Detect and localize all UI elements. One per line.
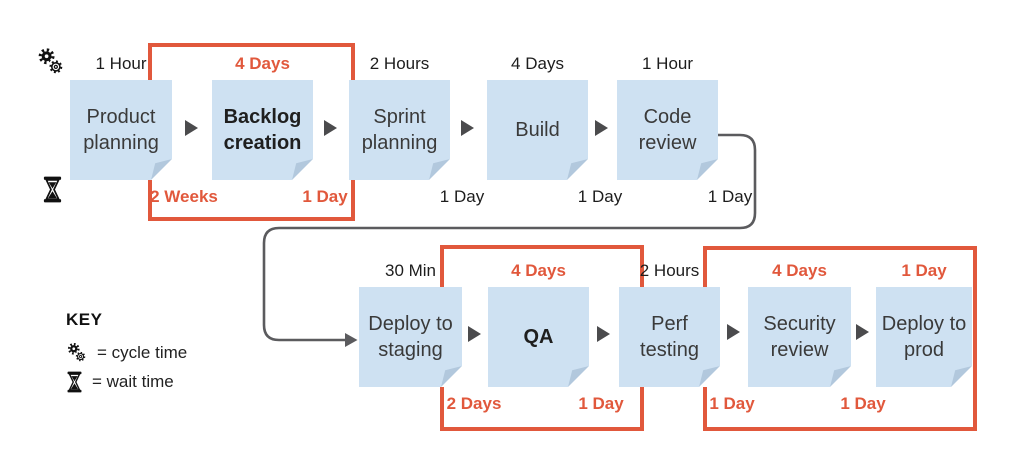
- folded-corner-icon: [830, 366, 851, 387]
- note-product-planning: Product planning 1 Hour 2 Weeks: [70, 54, 218, 206]
- wait-time-label: 2 Days: [446, 394, 502, 413]
- cycle-time-label: 2 Hours: [369, 54, 430, 73]
- wait-time-label: 1 Day: [302, 187, 348, 206]
- cycle-time-label: 4 Days: [511, 261, 566, 280]
- flow-arrow-icon: [727, 324, 740, 340]
- gears-icon: [38, 48, 64, 75]
- folded-corner-icon: [151, 159, 172, 180]
- cycle-time-label: 30 Min: [384, 261, 437, 280]
- note-security-review: Security review 4 Days 1 Day: [748, 261, 886, 413]
- note-title: Deploy to staging: [368, 313, 453, 361]
- note-title: QA: [523, 326, 554, 348]
- wait-time-label: 2 Weeks: [150, 187, 218, 206]
- connector-arrowhead: [345, 333, 358, 347]
- flow-arrow-icon: [597, 326, 610, 342]
- hourglass-icon: [67, 371, 82, 393]
- note-qa: QA 4 Days 1 Day: [488, 261, 624, 413]
- note-code-review: Code review 1 Hour 1 Day: [617, 54, 752, 206]
- folded-corner-icon: [568, 366, 589, 387]
- wait-time-label: 1 Day: [577, 187, 623, 206]
- folded-corner-icon: [567, 159, 588, 180]
- note-title: Security review: [763, 313, 836, 361]
- note-deploy-to-prod: Deploy to prod 1 Day: [876, 261, 972, 387]
- cycle-time-label: 4 Days: [511, 54, 564, 73]
- wait-time-label: 1 Day: [840, 394, 886, 413]
- flow-arrow-icon: [595, 120, 608, 136]
- folded-corner-icon: [441, 366, 462, 387]
- legend-cycle-time-label: = cycle time: [97, 343, 188, 362]
- note-title: Build: [515, 119, 560, 141]
- note-title: Sprint planning: [361, 106, 438, 154]
- note-backlog-creation: Backlog creation 4 Days 1 Day: [212, 54, 348, 206]
- cycle-time-label: 1 Hour: [641, 54, 694, 73]
- legend-wait-time-row: = wait time: [66, 371, 187, 393]
- cycle-time-label: 1 Hour: [95, 54, 147, 73]
- legend-title: KEY: [66, 310, 103, 329]
- folded-corner-icon: [292, 159, 313, 180]
- wait-time-label: 1 Day: [707, 187, 753, 206]
- note-build: Build 4 Days 1 Day: [487, 54, 622, 206]
- cycle-time-label: 1 Day: [901, 261, 947, 280]
- flow-arrow-icon: [324, 120, 337, 136]
- folded-corner-icon: [697, 159, 718, 180]
- note-title: Backlog creation: [223, 106, 302, 154]
- cycle-time-label: 4 Days: [235, 54, 290, 73]
- hourglass-icon: [43, 176, 62, 203]
- folded-corner-icon: [699, 366, 720, 387]
- folded-corner-icon: [429, 159, 450, 180]
- note-title: Code review: [638, 106, 697, 154]
- cycle-time-label: 4 Days: [772, 261, 827, 280]
- legend-cycle-time-row: = cycle time: [66, 342, 187, 364]
- wait-time-label: 1 Day: [709, 394, 755, 413]
- note-title: Deploy to prod: [881, 313, 967, 361]
- flow-arrow-icon: [185, 120, 198, 136]
- note-perf-testing: Perf testing 2 Hours 1 Day: [619, 261, 755, 413]
- flow-arrow-icon: [461, 120, 474, 136]
- wait-time-label: 1 Day: [578, 394, 624, 413]
- note-title: Perf testing: [640, 313, 699, 361]
- cycle-time-label: 2 Hours: [639, 261, 700, 280]
- flow-arrow-icon: [468, 326, 481, 342]
- legend-wait-time-label: = wait time: [92, 372, 174, 391]
- legend: KEY = cycle time = wait time: [66, 310, 187, 400]
- flow-arrow-icon: [856, 324, 869, 340]
- note-title: Product planning: [83, 106, 159, 154]
- note-deploy-to-staging: Deploy to staging 30 Min 2 Days: [359, 261, 501, 413]
- note-sprint-planning: Sprint planning 2 Hours 1 Day: [349, 54, 484, 206]
- gears-icon: [67, 342, 87, 363]
- wait-time-label: 1 Day: [439, 187, 485, 206]
- folded-corner-icon: [951, 366, 972, 387]
